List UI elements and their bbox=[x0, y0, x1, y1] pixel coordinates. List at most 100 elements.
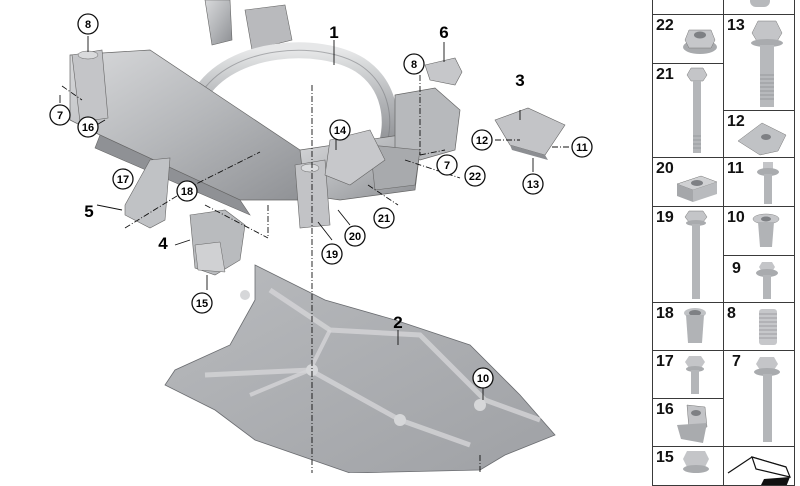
part-number-7: 7 bbox=[732, 353, 741, 370]
svg-text:17: 17 bbox=[117, 174, 129, 186]
flange-nut-icon bbox=[683, 29, 717, 54]
parts-cell-15[interactable]: 15 bbox=[652, 446, 724, 486]
callout-13: 13 bbox=[522, 173, 544, 195]
parts-cell-18[interactable]: 18 bbox=[652, 302, 724, 351]
svg-text:8: 8 bbox=[85, 19, 91, 31]
rivet-nut-icon bbox=[684, 308, 706, 343]
thread-insert-icon bbox=[759, 309, 777, 345]
part-number-19: 19 bbox=[656, 209, 674, 226]
callout-8-right: 8 bbox=[403, 53, 425, 75]
svg-text:18: 18 bbox=[181, 186, 193, 198]
parts-cell-17[interactable]: 17 bbox=[652, 350, 724, 399]
callout-14: 14 bbox=[329, 119, 351, 141]
parts-cell-13[interactable]: 13 bbox=[723, 14, 795, 111]
callout-18: 18 bbox=[176, 180, 198, 202]
part-number-labels: 1 2 3 4 5 6 bbox=[84, 23, 524, 332]
label-part-5: 5 bbox=[84, 202, 93, 221]
exploded-diagram: 1 2 3 4 5 6 8 7 16 8 14 12 11 7 22 13 17… bbox=[49, 0, 593, 473]
cage-nut-icon bbox=[677, 404, 708, 443]
parts-cell-reference[interactable] bbox=[723, 446, 795, 486]
label-part-3: 3 bbox=[515, 71, 524, 90]
svg-text:8: 8 bbox=[411, 59, 417, 71]
long-bolt-icon bbox=[754, 357, 780, 442]
rivet-nut-icon bbox=[752, 213, 780, 247]
svg-text:10: 10 bbox=[477, 373, 489, 385]
short-bolt-icon bbox=[685, 356, 705, 394]
circled-callouts: 8 7 16 8 14 12 11 7 22 13 17 18 21 20 19… bbox=[49, 13, 593, 389]
part-5-bracket bbox=[124, 157, 171, 229]
parts-cell-21[interactable]: 21 bbox=[652, 63, 724, 158]
label-part-4: 4 bbox=[158, 234, 168, 253]
washer-bolt-icon bbox=[757, 162, 779, 204]
callout-20: 20 bbox=[344, 225, 366, 247]
part-number-22: 22 bbox=[656, 17, 674, 34]
svg-text:21: 21 bbox=[378, 213, 390, 225]
parts-cell-16[interactable]: 16 bbox=[652, 398, 724, 447]
callout-17: 17 bbox=[112, 168, 134, 190]
callout-7-right: 7 bbox=[436, 154, 458, 176]
svg-text:7: 7 bbox=[57, 110, 63, 122]
parts-cell-9[interactable]: 9 bbox=[723, 255, 795, 303]
parts-cell-partial-left[interactable] bbox=[652, 0, 724, 15]
parts-cell-partial-right[interactable] bbox=[723, 0, 795, 15]
callout-16: 16 bbox=[77, 116, 99, 138]
svg-text:20: 20 bbox=[349, 231, 361, 243]
square-nut-icon bbox=[676, 175, 718, 202]
part-number-21: 21 bbox=[656, 66, 674, 83]
wedge-icon bbox=[727, 456, 791, 485]
part-3-mount bbox=[494, 107, 566, 160]
svg-text:12: 12 bbox=[476, 135, 488, 147]
part-number-15: 15 bbox=[656, 449, 674, 466]
parts-cell-12[interactable]: 12 bbox=[723, 110, 795, 158]
bolt-head-partial-icon bbox=[750, 0, 770, 7]
part-number-9: 9 bbox=[732, 260, 741, 277]
callout-8-left: 8 bbox=[77, 13, 99, 35]
parts-cell-7[interactable]: 7 bbox=[723, 350, 795, 447]
svg-text:7: 7 bbox=[444, 160, 450, 172]
hex-bolt-icon bbox=[683, 451, 709, 473]
part-number-8: 8 bbox=[727, 305, 736, 322]
part-number-12: 12 bbox=[727, 113, 745, 130]
part-number-16: 16 bbox=[656, 401, 674, 418]
svg-text:16: 16 bbox=[82, 122, 94, 134]
long-bolt-icon bbox=[684, 210, 708, 299]
parts-cell-20[interactable]: 20 bbox=[652, 157, 724, 207]
part-6-bracket bbox=[424, 57, 463, 86]
washer-bolt-icon bbox=[756, 262, 778, 299]
hex-bolt-icon bbox=[751, 20, 783, 107]
callout-7-left: 7 bbox=[49, 104, 71, 126]
parts-cell-8[interactable]: 8 bbox=[723, 302, 795, 351]
label-part-1: 1 bbox=[329, 23, 338, 42]
part-number-11: 11 bbox=[727, 160, 744, 177]
parts-cell-10[interactable]: 10 bbox=[723, 206, 795, 256]
parts-cell-19[interactable]: 19 bbox=[652, 206, 724, 303]
part-number-17: 17 bbox=[656, 353, 674, 370]
callout-22: 22 bbox=[464, 165, 486, 187]
parts-cell-22[interactable]: 22 bbox=[652, 14, 724, 64]
fastener-parts-grid: 22 13 21 12 20 bbox=[652, 0, 795, 486]
svg-text:13: 13 bbox=[527, 179, 539, 191]
svg-text:15: 15 bbox=[196, 298, 208, 310]
clip-nut-icon bbox=[737, 122, 787, 156]
label-part-2: 2 bbox=[393, 313, 402, 332]
svg-text:19: 19 bbox=[326, 249, 338, 261]
part-number-18: 18 bbox=[656, 305, 674, 322]
part-number-20: 20 bbox=[656, 160, 674, 177]
callout-21: 21 bbox=[373, 207, 395, 229]
callout-12: 12 bbox=[471, 129, 493, 151]
svg-text:11: 11 bbox=[576, 142, 588, 154]
svg-text:22: 22 bbox=[469, 171, 481, 183]
part-2-underbody-shield bbox=[164, 264, 556, 473]
part-number-10: 10 bbox=[727, 209, 745, 226]
parts-cell-11[interactable]: 11 bbox=[723, 157, 795, 207]
callout-19: 19 bbox=[321, 243, 343, 265]
front-subframe bbox=[69, 0, 461, 229]
callout-15: 15 bbox=[191, 292, 213, 314]
label-part-6: 6 bbox=[439, 23, 448, 42]
svg-text:14: 14 bbox=[334, 125, 347, 137]
long-bolt-icon bbox=[686, 67, 708, 153]
part-4-bracket bbox=[189, 209, 246, 276]
callout-11: 11 bbox=[571, 136, 593, 158]
part-number-13: 13 bbox=[727, 17, 745, 34]
callout-10: 10 bbox=[472, 367, 494, 389]
